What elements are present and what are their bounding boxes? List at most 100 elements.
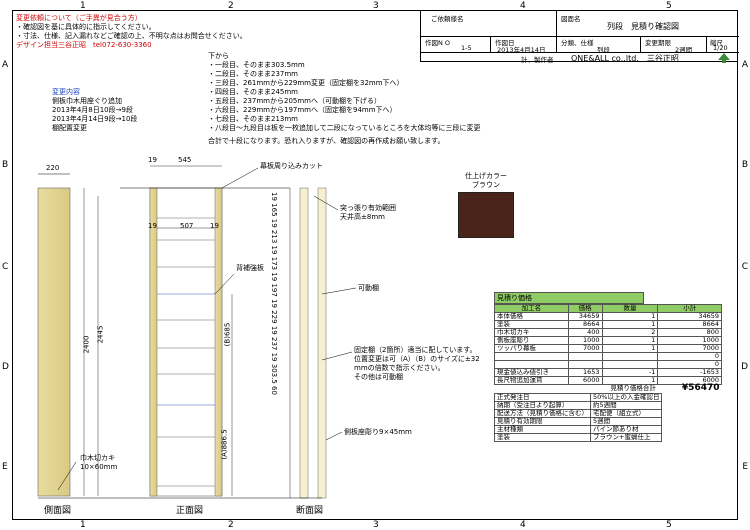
row-letter: C — [741, 262, 748, 272]
column-number: 3 — [373, 1, 379, 11]
sheet-border — [12, 10, 738, 520]
callout-groove: 側板座彫り9×45mm — [344, 428, 412, 436]
front-view-label: 正面図 — [176, 506, 204, 516]
callout-top-cut: 幕板周り込みカット — [260, 162, 323, 170]
drawing-no-label: 作図N O — [425, 39, 451, 47]
contact-line: デザイン担当三谷正昭 tel072-630-3360 — [16, 41, 152, 49]
spec-line: ・三段目、261mmから229mm変更（固定棚を32mm下へ） — [208, 79, 404, 87]
spec-line: ・四段目、そのまま245mm — [208, 88, 298, 96]
type-cell: 分類、仕様 列段 — [557, 37, 641, 54]
spec-line: ・一段目、そのまま303.5mm — [208, 61, 305, 69]
section-dim: 173 — [270, 256, 278, 271]
customer-cell: ご依頼様名 — [421, 11, 557, 37]
spec-line: ・六段目、229mmから197mmへ（固定棚を94mm下へ） — [208, 106, 397, 114]
finish-color-name: ブラウン — [472, 181, 500, 189]
maker-name: ONE&ALL co,.ltd. 三谷正昭 — [571, 54, 679, 63]
section-post — [317, 187, 327, 499]
condition-row: 塗装ブラウン+蜜蝋仕上 — [494, 432, 663, 442]
section-dims: 19 165 19 213 19 173 19 197 19 229 19 23… — [269, 192, 278, 395]
row-letter: A — [741, 60, 748, 70]
finish-label: 仕上げカラー — [465, 172, 507, 180]
maker-label: 計、製作者 — [521, 56, 554, 64]
callout-baseboard: 巾木切カキ 10×60mm — [80, 454, 117, 472]
change-log-line: 側板巾木用座ぐり追加 — [52, 97, 122, 105]
change-log: 変更内容 側板巾木用座ぐり追加 2013年4月8日10段→9段 2013年4月1… — [52, 88, 137, 133]
callout-line: 巾木切カキ — [80, 454, 115, 462]
section-dim: 229 — [270, 310, 278, 324]
section-dim: 60 — [270, 386, 278, 395]
notes-line: ・確認図を基に具体的に指示してください。 — [16, 23, 156, 31]
date-cell: 作図日 2013年4月14日 — [491, 37, 557, 54]
spec-footer: 合計で十段になります。恐れ入りますが、確認図の再作成お願い致します。 — [208, 137, 445, 145]
row-letter: D — [2, 362, 9, 372]
column-number: 5 — [666, 520, 672, 530]
table-header-row: 加工名 価格 数量 小計 — [494, 304, 722, 313]
change-log-line: 2013年4月8日10段→9段 — [52, 106, 133, 114]
front-inner-left-dim: 19 — [148, 222, 157, 230]
total-value: ¥56470 — [681, 383, 720, 394]
callout-line: 位置変更は可（A）（B）のサイズに±32 — [354, 355, 480, 363]
row-letter: B — [2, 160, 9, 170]
dim-b: (B)685 — [223, 322, 232, 347]
side-width-dim: 220 — [46, 164, 60, 172]
front-inner-right-dim: 19 — [210, 222, 219, 230]
notes-header: 変更依頼について（ご手異が見合う方） ・確認図を基に具体的に指示してください。 … — [16, 14, 247, 50]
section-dim: 19 — [270, 245, 278, 255]
scale-value: 1/20 — [713, 44, 728, 52]
spec-line: ・七段目、そのまま213mm — [208, 115, 298, 123]
height-total-dim: 2445 — [96, 325, 105, 344]
side-view-label: 側面図 — [44, 506, 72, 516]
section-dim: 19 — [270, 299, 278, 308]
spec-line: ・五段目、237mmから205mmへ（可動棚を下げる） — [208, 97, 381, 105]
total-row: 見積り価格合計 ¥56470 — [495, 383, 722, 394]
type-label: 分類、仕様 — [561, 39, 594, 47]
spec-line: 下から — [208, 52, 229, 60]
drawing-name-label: 図面名 — [561, 15, 581, 23]
callout-line: その他は可動棚 — [354, 373, 403, 381]
finish-panel: 仕上げカラー ブラウン — [458, 172, 514, 190]
spec-notes: 下から ・一段目、そのまま303.5mm ・二段目、そのまま237mm ・三段目… — [208, 52, 480, 146]
callout-tension: 突っ張り有効範囲 — [340, 204, 396, 212]
callout-line: 固定棚（2箇所）適当に配しています。 — [354, 346, 477, 354]
section-dim: 197 — [270, 283, 278, 297]
row-letter: A — [2, 60, 9, 70]
section-dim: 237 — [270, 336, 278, 351]
finish-swatch — [458, 192, 514, 238]
row-letter: D — [741, 362, 748, 372]
row-letter: C — [2, 262, 9, 272]
type-value: 列段 — [597, 46, 610, 54]
column-number: 3 — [373, 520, 379, 530]
section-post — [299, 187, 309, 499]
side-panel — [37, 187, 71, 497]
callout-ceiling: 天井高±8mm — [340, 213, 385, 221]
drawing-name-cell: 図面名 列段 見積り確認図 — [557, 11, 739, 37]
cell: 1 — [601, 376, 659, 385]
date-label: 作図日 — [495, 39, 515, 47]
front-frame — [149, 187, 223, 497]
company-logo-icon — [718, 53, 730, 63]
front-inner-dim: 507 — [180, 222, 194, 230]
row-letter: E — [2, 462, 8, 472]
callout-fixed-shelf: 固定棚（2箇所）適当に配しています。 位置変更は可（A）（B）のサイズに±32 … — [354, 346, 480, 382]
drawing-name: 列段 見積り確認図 — [607, 22, 679, 31]
column-number: 2 — [228, 520, 234, 530]
column-number: 5 — [666, 1, 672, 11]
cell: 長尺物追加運賃 — [494, 376, 569, 385]
row-letter: E — [742, 462, 748, 472]
section-dim: 19 — [270, 325, 278, 335]
delivery-cell: 変更期限 2週間 — [641, 37, 707, 54]
callout-back-panel: 背補強板 — [236, 264, 264, 272]
title-block: ご依頼様名 図面名 列段 見積り確認図 作図N O 1-5 作図日 2013年4… — [420, 10, 739, 64]
scale-cell: 縮尺 1/20 — [707, 37, 739, 53]
section-dim: 19 — [270, 272, 278, 282]
customer-label: ご依頼様名 — [431, 15, 464, 23]
column-number: 2 — [228, 1, 234, 11]
scale-label: 縮尺 — [710, 39, 723, 47]
section-dim: 19 — [270, 352, 278, 362]
